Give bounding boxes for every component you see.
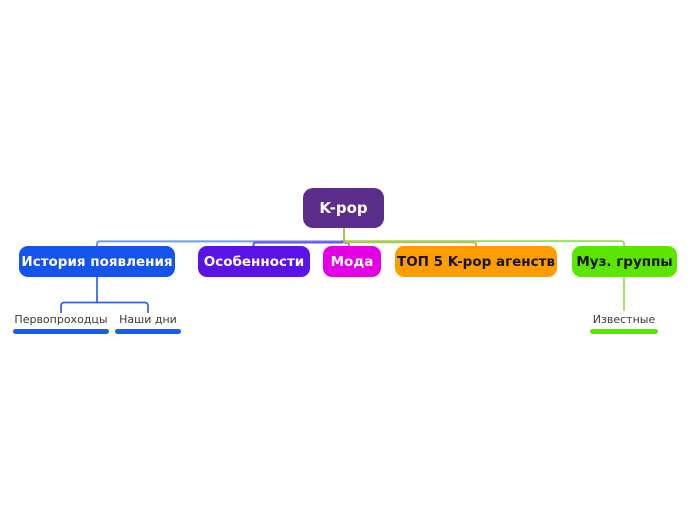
branch-node-label: Особенности: [203, 253, 305, 270]
sub-node-label: Первопроходцы: [14, 313, 108, 326]
branch-node-history[interactable]: История появления: [19, 246, 175, 277]
connector-history-children: [60, 277, 149, 313]
sub-node-famous[interactable]: Известные: [590, 313, 658, 334]
sub-node-pioneers[interactable]: Первопроходцы: [13, 313, 109, 334]
sub-node-underline: [13, 329, 109, 334]
branch-node-groups[interactable]: Муз. группы: [572, 246, 677, 277]
branch-node-label: Мода: [330, 253, 374, 270]
connector-root-groups: [343, 227, 625, 247]
branch-node-agencies[interactable]: ТОП 5 K-pop агенств: [395, 246, 557, 277]
sub-node-label: Наши дни: [119, 313, 177, 326]
sub-node-underline: [115, 329, 181, 334]
branch-node-label: Муз. группы: [576, 253, 673, 270]
branch-node-label: История появления: [21, 253, 173, 270]
sub-node-nowadays[interactable]: Наши дни: [115, 313, 181, 334]
branch-node-fashion[interactable]: Мода: [323, 246, 381, 277]
root-node-label: K-pop: [319, 199, 368, 217]
branch-node-features[interactable]: Особенности: [198, 246, 310, 277]
branch-node-label: ТОП 5 K-pop агенств: [397, 253, 555, 270]
sub-node-underline: [590, 329, 658, 334]
connector-root-history: [96, 227, 345, 247]
connector-root-agencies: [343, 227, 477, 247]
sub-node-label: Известные: [592, 313, 656, 326]
root-node-kpop[interactable]: K-pop: [303, 188, 384, 228]
connector-root-features: [252, 227, 345, 247]
connector-root-fashion: [343, 227, 350, 247]
